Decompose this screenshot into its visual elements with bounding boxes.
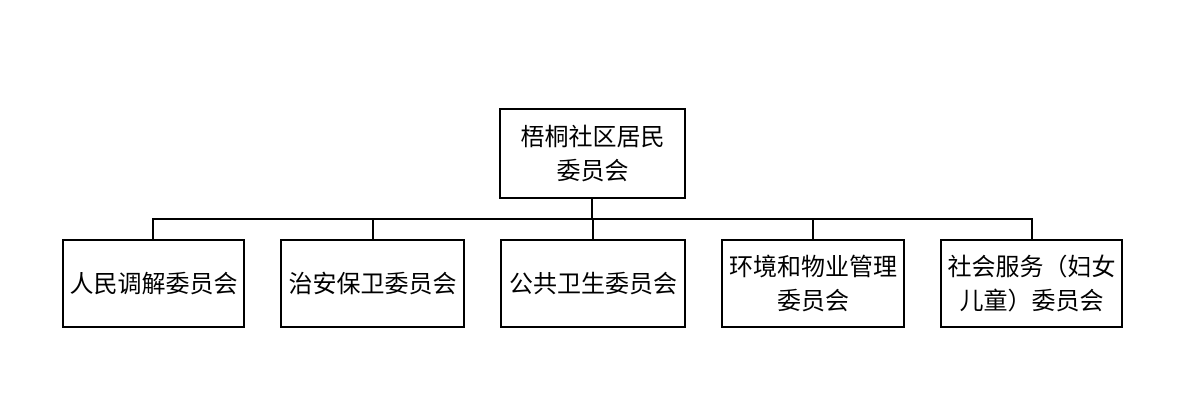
connector-drop-child-3 bbox=[812, 218, 814, 241]
org-node-child-1-label: 治安保卫委员会 bbox=[288, 269, 457, 298]
connector-drop-child-1 bbox=[372, 218, 374, 241]
org-node-child-2[interactable]: 公共卫生委员会 bbox=[500, 239, 686, 328]
org-node-child-3-label: 环境和物业管理 委员会 bbox=[729, 252, 897, 315]
org-node-child-4-label: 社会服务（妇女 儿童）委员会 bbox=[947, 252, 1116, 315]
connector-drop-child-2 bbox=[592, 218, 594, 241]
org-node-child-0-label: 人民调解委员会 bbox=[69, 269, 238, 298]
org-node-child-4[interactable]: 社会服务（妇女 儿童）委员会 bbox=[940, 239, 1123, 328]
org-node-child-2-label: 公共卫生委员会 bbox=[509, 269, 677, 298]
org-node-child-0[interactable]: 人民调解委员会 bbox=[62, 239, 245, 328]
connector-root-stem bbox=[591, 199, 593, 220]
org-node-root[interactable]: 梧桐社区居民 委员会 bbox=[499, 108, 686, 199]
org-node-child-1[interactable]: 治安保卫委员会 bbox=[280, 239, 465, 328]
org-node-child-3[interactable]: 环境和物业管理 委员会 bbox=[721, 239, 905, 328]
connector-drop-child-4 bbox=[1031, 218, 1033, 241]
org-node-root-label: 梧桐社区居民 委员会 bbox=[520, 122, 665, 185]
connector-drop-child-0 bbox=[152, 218, 154, 241]
